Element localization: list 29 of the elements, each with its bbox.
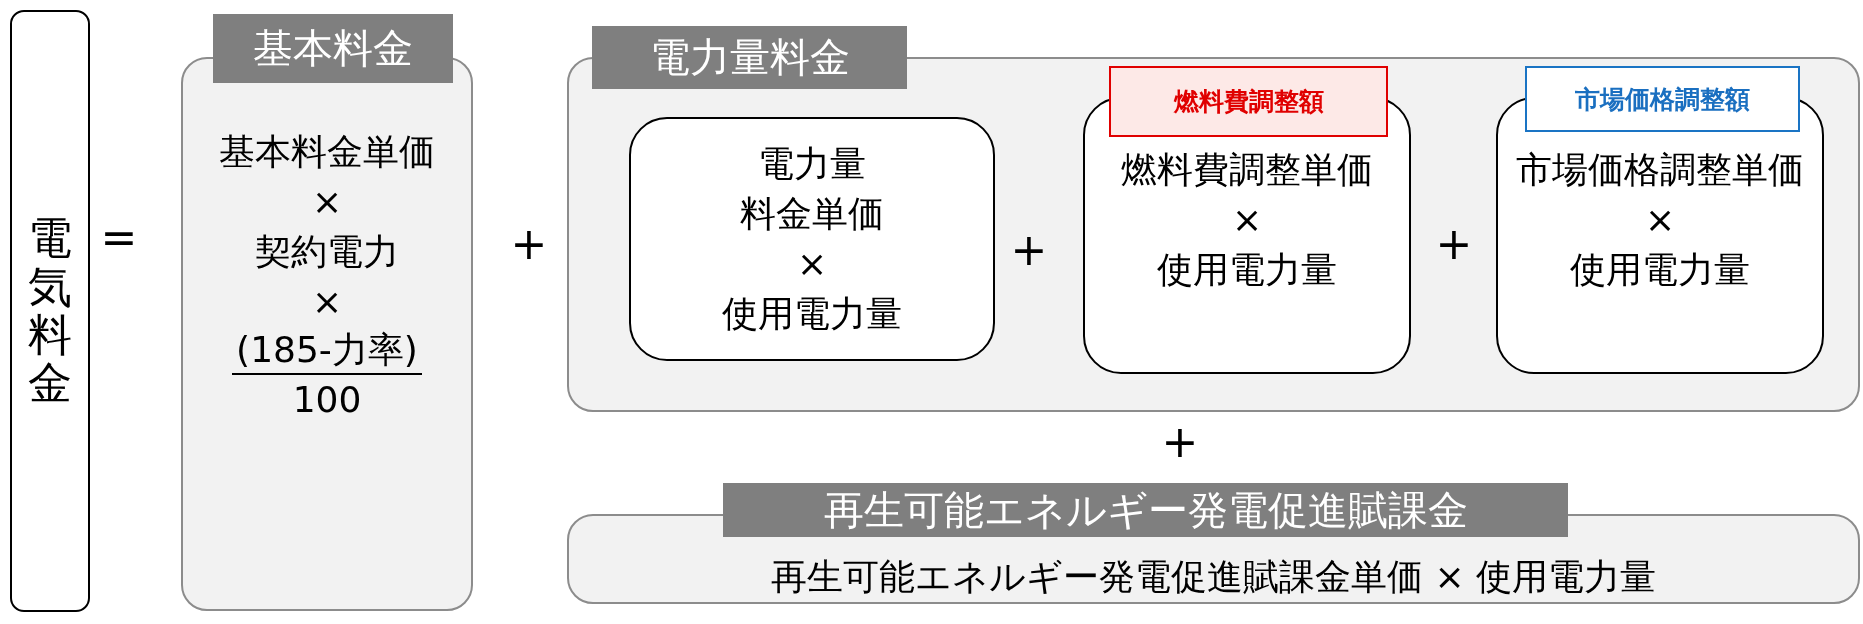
- formula-text: 契約電力: [255, 230, 399, 274]
- formula-text: 基本料金単価: [219, 130, 435, 174]
- formula-text: 使用電力量: [722, 292, 902, 336]
- label-box: [10, 10, 90, 612]
- formula-box: [629, 117, 995, 361]
- heading-tag: 基本料金: [213, 14, 453, 83]
- multiply-sign: ×: [796, 242, 828, 286]
- operator-sign: +: [510, 222, 548, 266]
- vertical-title: 電気料金: [28, 214, 72, 408]
- multiply-sign: ×: [311, 280, 343, 324]
- heading-tag: 電力量料金: [592, 26, 907, 89]
- formula-text: (185-力率): [232, 327, 422, 375]
- heading-tag: 再生可能エネルギー発電促進賦課金: [723, 483, 1568, 537]
- operator-sign: =: [100, 216, 138, 260]
- formula-text: 燃料費調整単価: [1121, 148, 1373, 192]
- operator-sign: +: [1010, 228, 1048, 272]
- operator-sign: +: [1435, 222, 1473, 266]
- multiply-sign: ×: [1231, 198, 1263, 242]
- heading-tag: 燃料費調整額: [1109, 66, 1388, 137]
- operator-sign: +: [1161, 420, 1199, 464]
- formula-text: 市場価格調整単価: [1516, 148, 1804, 192]
- formula-text: 電力量料金単価: [740, 142, 884, 236]
- multiply-sign: ×: [311, 180, 343, 224]
- formula-text: 使用電力量: [1570, 248, 1750, 292]
- multiply-sign: ×: [1644, 198, 1676, 242]
- formula-text: 再生可能エネルギー発電促進賦課金単価 × 使用電力量: [770, 555, 1657, 599]
- formula-text: 使用電力量: [1157, 248, 1337, 292]
- heading-tag: 市場価格調整額: [1525, 66, 1800, 132]
- formula-text: 100: [292, 378, 362, 422]
